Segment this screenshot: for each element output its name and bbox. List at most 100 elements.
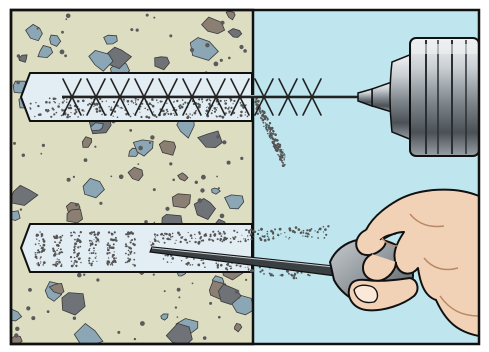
aggregate-speck [138,146,143,151]
dust-speck [119,107,120,108]
dust-speck [189,113,191,115]
dust-speck [74,113,76,115]
aggregate-speck [153,17,155,19]
dust-speck [157,102,158,103]
dust-speck [238,241,239,242]
dust-speck [228,110,230,112]
dust-speck [268,125,270,127]
dust-speck [205,234,207,236]
dust-speck [125,253,127,255]
dust-speck [92,261,93,262]
dust-speck [74,262,75,263]
dust-speck [190,234,193,237]
dust-speck [230,99,232,101]
dust-speck [95,237,97,239]
dust-speck [222,116,225,119]
dust-speck [174,114,176,116]
dust-speck [77,246,79,248]
dust-speck [107,247,108,248]
dust-speck [216,107,217,108]
dust-speck [176,240,177,241]
dust-speck [285,236,286,237]
dust-speck [74,239,76,241]
dust-speck [201,98,203,100]
dust-speck [264,118,267,121]
dust-speck [224,102,227,105]
aggregate-speck [220,59,223,62]
aggregate-speck [190,48,194,52]
dust-speck [192,264,193,265]
aggregate-speck [221,21,225,25]
dust-speck [125,246,126,247]
aggregate-speck [129,129,132,132]
dust-speck [184,102,186,104]
dust-speck [223,239,226,242]
dust-speck [61,264,62,265]
dust-speck [284,232,285,233]
dust-speck [89,103,91,105]
aggregate-speck [200,188,204,192]
dust-speck [91,231,93,233]
dust-speck [34,116,35,117]
dust-speck [194,234,195,235]
dust-speck [271,136,273,138]
dust-speck [192,114,194,116]
aggregate-speck [214,62,219,67]
dust-speck [113,116,114,117]
dust-speck [77,116,79,118]
dust-speck [88,257,90,259]
dust-speck [165,233,167,235]
dust-speck [305,236,307,238]
dust-speck [99,109,102,112]
dust-speck [172,233,174,235]
dust-speck [70,256,72,258]
dust-speck [147,109,149,111]
dust-speck [149,102,152,105]
dust-speck [325,234,327,236]
dust-speck [219,115,221,117]
dust-speck [78,252,80,254]
dust-speck [80,231,82,233]
dust-speck [53,97,56,100]
dust-speck [238,265,239,266]
dust-speck [280,233,281,234]
dust-speck [272,141,275,144]
aggregate-speck [16,81,20,85]
dust-speck [50,116,52,118]
dust-speck [30,103,32,105]
dust-speck [303,230,305,232]
dust-speck [230,266,232,268]
dust-speck [135,103,137,105]
dust-speck [55,263,56,264]
aggregate-speck [165,207,169,211]
dust-speck [112,254,114,256]
dust-speck [66,99,68,101]
dust-speck [243,238,244,239]
dust-speck [306,235,308,237]
dust-speck [186,242,188,244]
dust-speck [58,261,61,264]
dust-speck [66,102,67,103]
dust-speck [156,234,158,236]
dust-speck [133,259,135,261]
aggregate-speck [20,208,22,210]
dust-speck [120,107,122,109]
dust-speck [327,225,329,227]
dust-speck [135,100,136,101]
dust-speck [240,114,242,116]
dust-speck [57,263,58,264]
dust-speck [198,104,201,107]
dust-speck [66,116,69,119]
aggregate-speck [26,306,30,310]
dust-speck [200,236,202,238]
dust-speck [272,129,273,130]
dust-speck [278,140,279,141]
aggregate-speck [192,283,194,285]
dust-speck [123,101,124,102]
aggregate-speck [149,142,151,144]
aggregate-speck [198,198,203,203]
dust-speck [281,160,283,162]
aggregate-speck [94,146,96,148]
dust-speck [75,246,76,247]
dust-speck [263,273,265,275]
